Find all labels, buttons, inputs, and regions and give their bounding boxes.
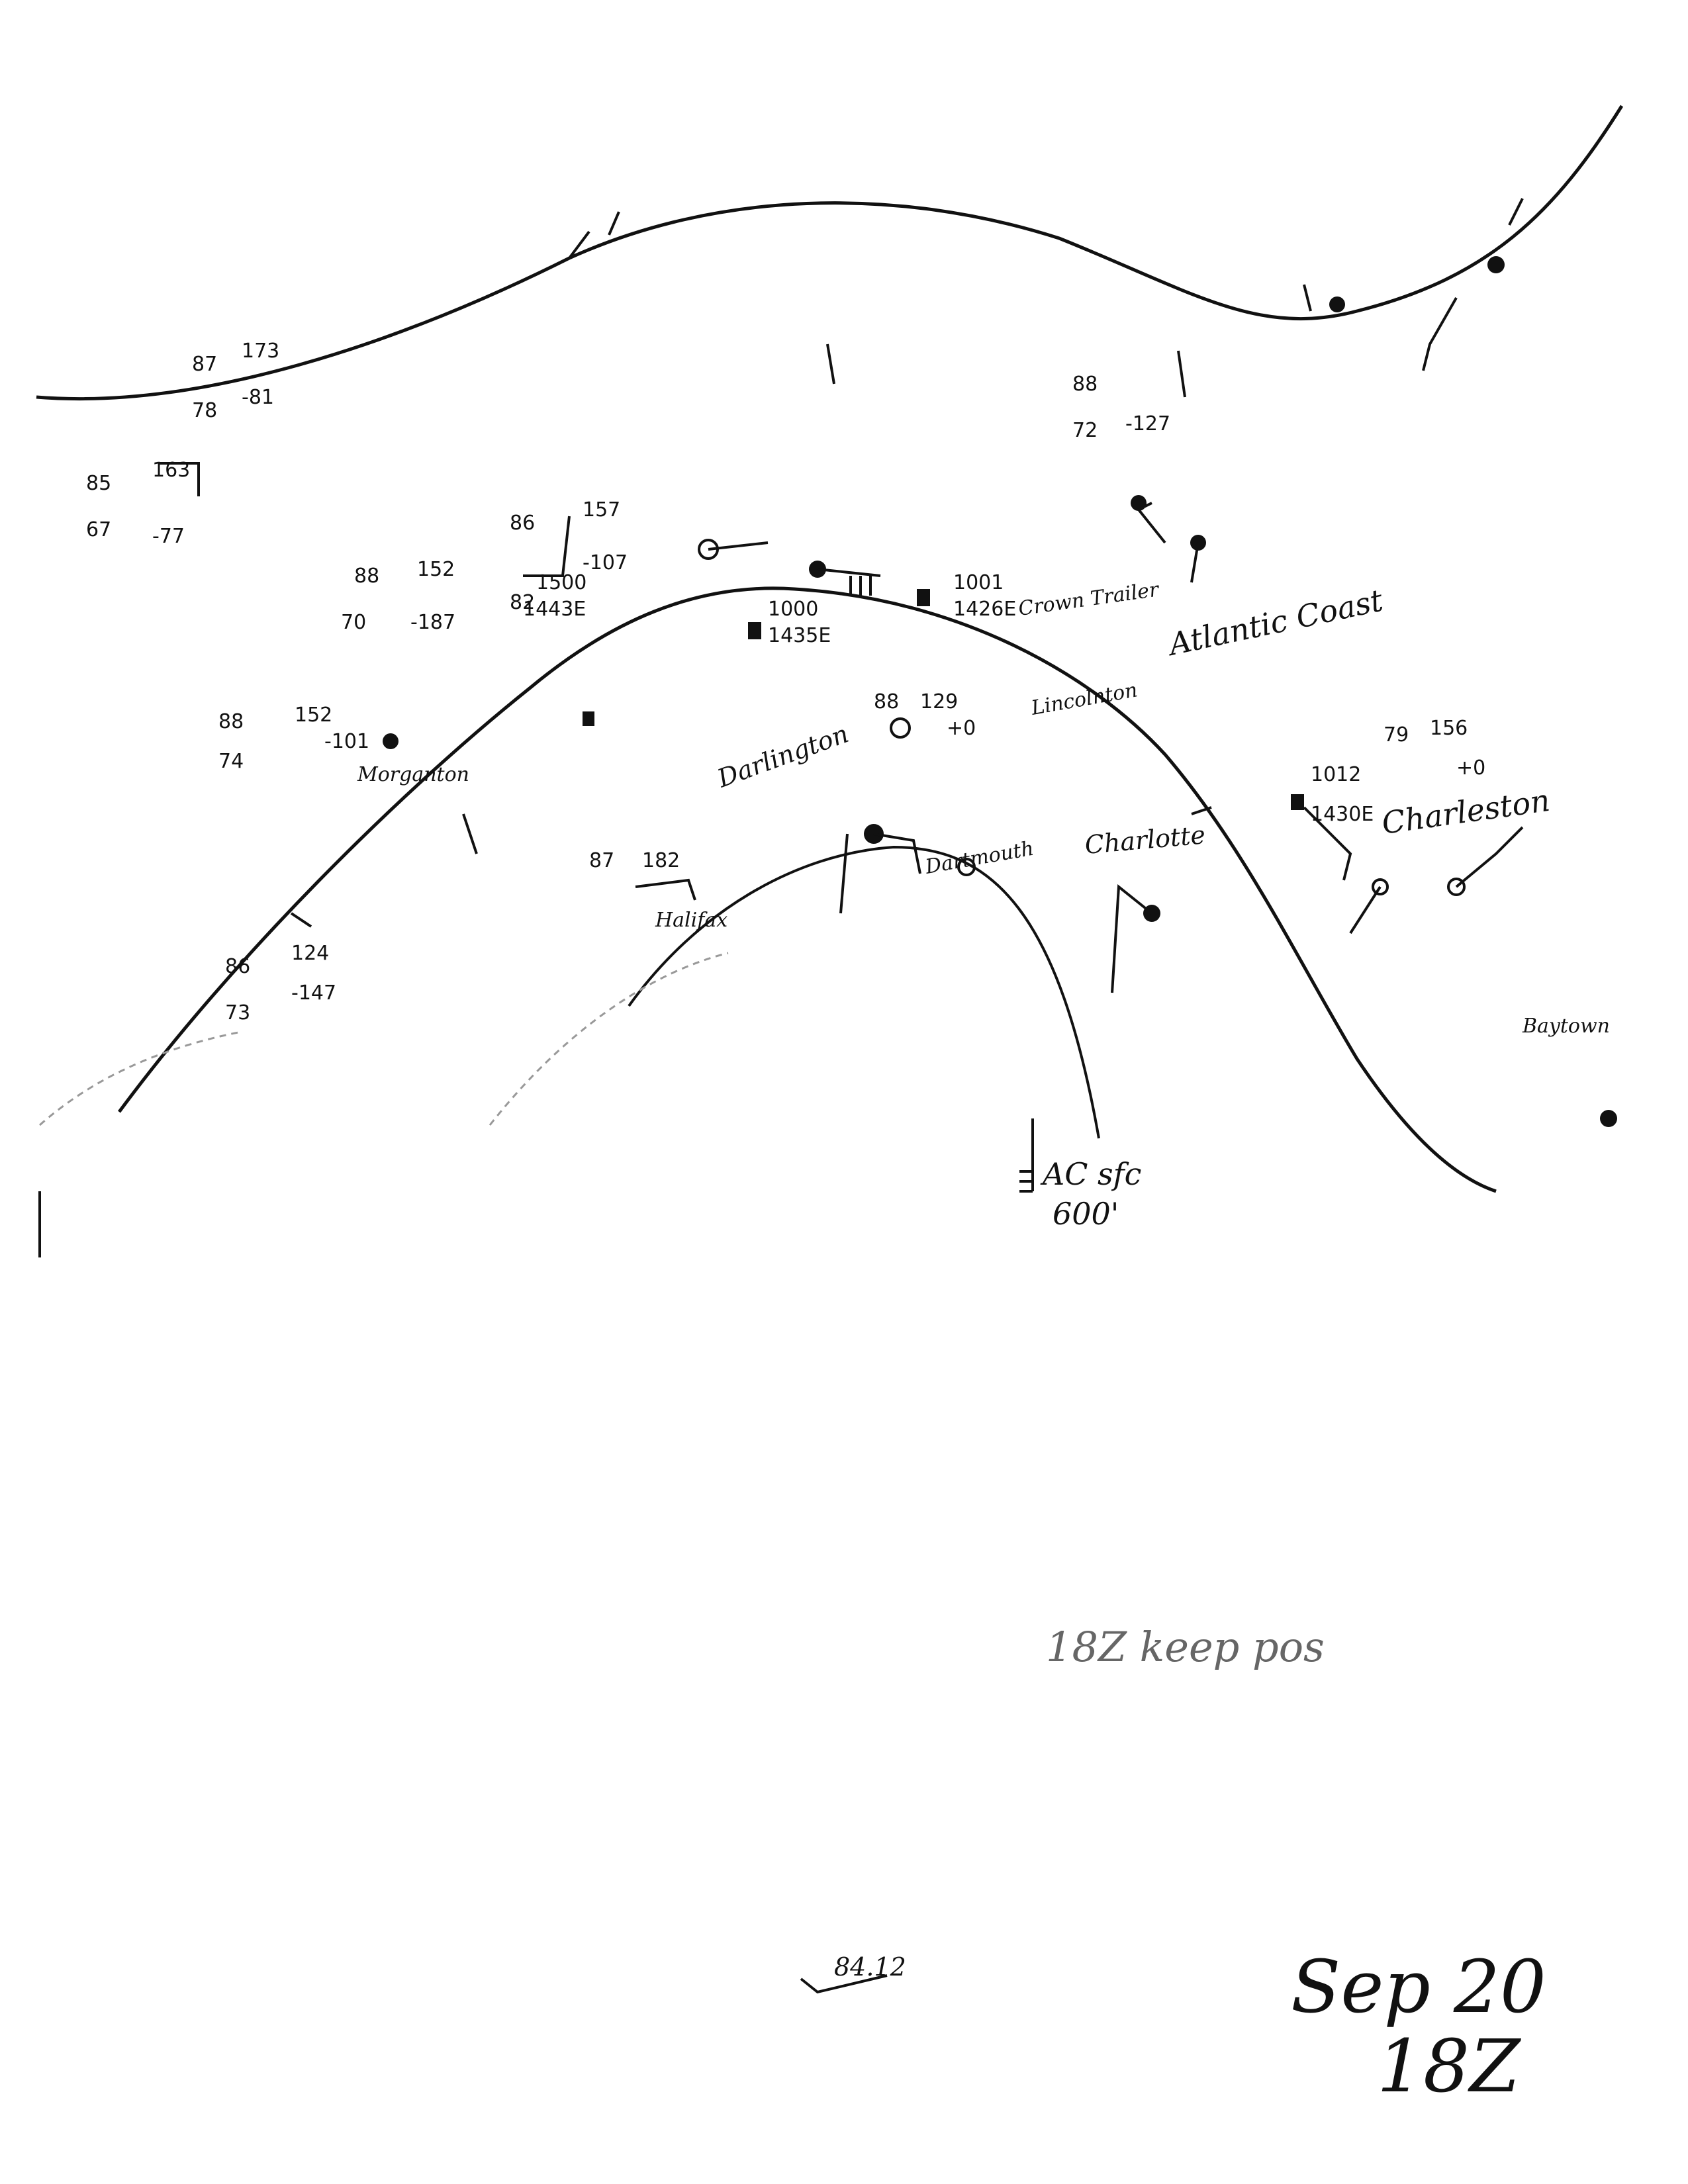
svg-text:86: 86 <box>225 955 250 978</box>
svg-text:1001: 1001 <box>953 571 1004 594</box>
svg-text:1443E: 1443E <box>523 598 586 621</box>
front-ticks <box>290 198 1524 928</box>
svg-text:85: 85 <box>86 472 111 495</box>
lower-front-line <box>117 586 1497 1193</box>
svg-text:88: 88 <box>874 690 899 713</box>
svg-text:156: 156 <box>1430 717 1468 740</box>
place-label-morganton: Morganton <box>357 763 469 786</box>
place-label-charlotte: Charlotte <box>1084 820 1207 860</box>
svg-text:+0: +0 <box>947 717 976 740</box>
svg-text:86: 86 <box>510 512 535 535</box>
place-label-dartmouth: Dartmouth <box>923 837 1035 879</box>
svg-text:88: 88 <box>1072 373 1098 396</box>
upper-front-line <box>36 105 1624 400</box>
svg-text:-81: -81 <box>242 386 274 409</box>
place-label-charleston: Charleston <box>1380 782 1552 841</box>
faint-arc-line <box>489 952 729 1126</box>
svg-text:129: 129 <box>920 690 958 713</box>
place-labels: Morganton Darlington Halifax Dartmouth C… <box>357 578 1610 1038</box>
place-label-atlantic-coast: Atlantic Coast <box>1163 582 1386 663</box>
svg-text:1500: 1500 <box>536 571 586 594</box>
faint-left-arc <box>39 1031 239 1126</box>
svg-text:1000: 1000 <box>768 598 818 621</box>
svg-text:74: 74 <box>218 750 244 773</box>
svg-text:79: 79 <box>1383 723 1409 747</box>
cloud-observation: AC sfc <box>1040 1156 1141 1192</box>
svg-text:-101: -101 <box>324 730 369 753</box>
inner-arc-line <box>628 845 1100 1139</box>
wind-barbs <box>38 297 1524 1257</box>
svg-text:-127: -127 <box>1125 412 1170 435</box>
svg-text:157: 157 <box>583 498 620 522</box>
svg-text:-147: -147 <box>291 981 336 1005</box>
station-observations: 87 78 173 -81 85 67 163 -77 88 70 152 -1… <box>86 340 1485 1024</box>
svg-text:182: 182 <box>642 849 680 872</box>
svg-text:152: 152 <box>295 704 332 727</box>
svg-text:87: 87 <box>589 849 614 872</box>
svg-text:82: 82 <box>510 591 535 614</box>
place-label-halifax: Halifax <box>655 909 727 932</box>
keep-position-note: 18Z keep pos <box>1046 1623 1325 1671</box>
svg-text:124: 124 <box>291 942 329 965</box>
svg-text:73: 73 <box>225 1001 250 1024</box>
svg-text:78: 78 <box>192 399 217 422</box>
svg-text:-187: -187 <box>410 611 455 634</box>
place-label-crown-trailer: Crown Trailer <box>1017 578 1161 621</box>
bottom-value: 84.12 <box>834 1952 906 1981</box>
svg-text:70: 70 <box>341 611 366 634</box>
svg-text:1426E: 1426E <box>953 598 1016 621</box>
map-time: 18Z <box>1377 2024 1521 2109</box>
svg-text:88: 88 <box>354 565 379 588</box>
svg-text:-77: -77 <box>152 525 185 548</box>
svg-text:88: 88 <box>218 710 244 733</box>
map-date: Sep 20 <box>1291 1944 1546 2029</box>
svg-text:163: 163 <box>152 459 190 482</box>
svg-text:67: 67 <box>86 518 111 541</box>
place-label-darlington: Darlington <box>713 719 853 793</box>
svg-text:1435E: 1435E <box>768 624 831 647</box>
svg-text:1012: 1012 <box>1311 763 1361 786</box>
svg-text:1430E: 1430E <box>1311 803 1374 826</box>
station-markers <box>383 256 1617 1127</box>
place-label-baytown: Baytown <box>1522 1015 1610 1038</box>
cloud-height: 600' <box>1053 1196 1119 1232</box>
svg-text:87: 87 <box>192 353 217 376</box>
check-mark <box>800 1974 888 1994</box>
svg-text:+0: +0 <box>1456 756 1485 780</box>
svg-text:-107: -107 <box>583 551 628 574</box>
svg-text:173: 173 <box>242 340 279 363</box>
svg-text:152: 152 <box>417 558 455 581</box>
svg-text:72: 72 <box>1072 419 1098 442</box>
